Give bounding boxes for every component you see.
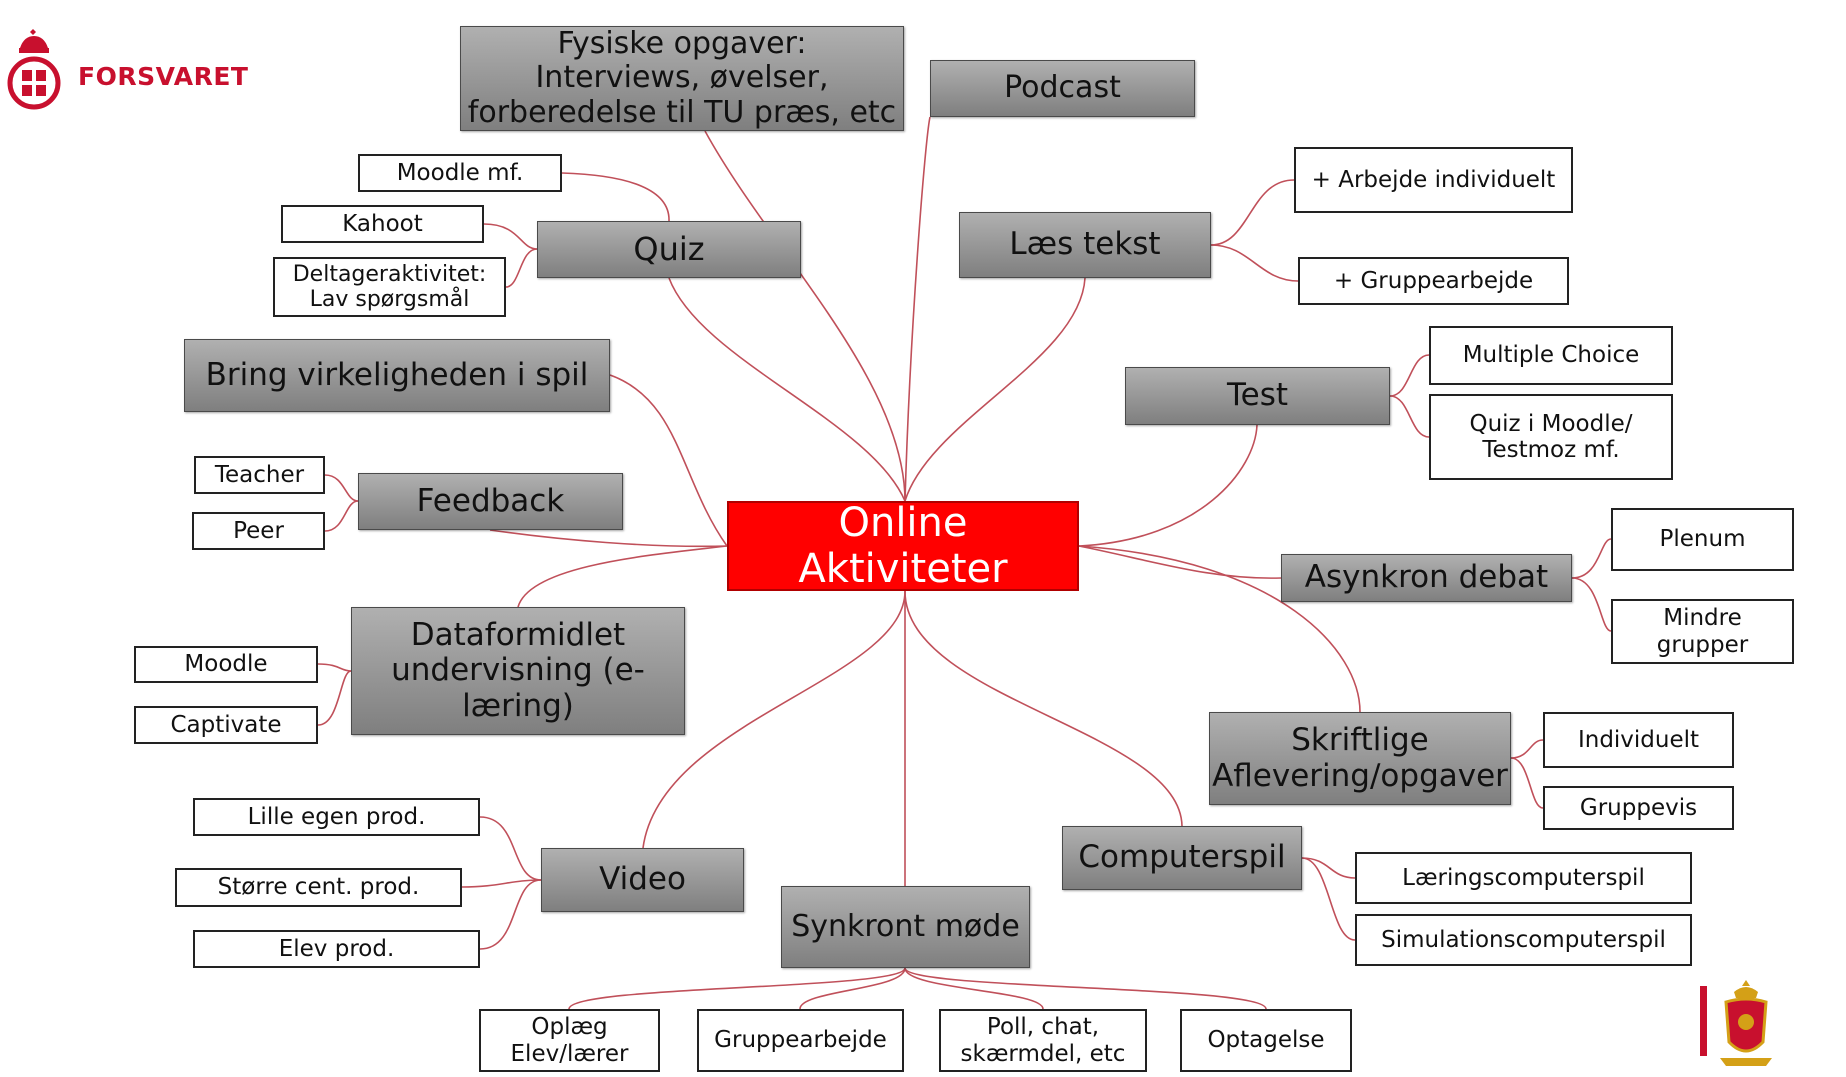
leaf-stoerre-cent-prod: Større cent. prod. <box>175 868 462 907</box>
leaf-simulationscomputerspil: Simulationscomputerspil <box>1355 914 1692 966</box>
connector-line <box>479 816 542 881</box>
leaf-teacher: Teacher <box>194 456 325 494</box>
connector-line <box>1510 739 1544 759</box>
leaf-kahoot: Kahoot <box>281 205 484 243</box>
connector-line <box>609 374 728 547</box>
connector-line <box>904 116 931 502</box>
leaf-plenum: Plenum <box>1611 508 1794 571</box>
connector-line <box>461 879 542 888</box>
connector-line <box>904 967 1267 1010</box>
connector-line <box>1210 179 1295 246</box>
leaf-elev-prod: Elev prod. <box>193 930 480 968</box>
connector-line <box>1078 545 1282 579</box>
connector-line <box>483 223 538 250</box>
leaf-individuelt: Individuelt <box>1543 712 1734 768</box>
leaf-lille-egen-prod: Lille egen prod. <box>193 798 480 836</box>
connector-line <box>505 248 538 288</box>
node-synkront-moede: Synkront møde <box>781 886 1030 968</box>
node-quiz: Quiz <box>537 221 801 278</box>
connector-line <box>489 529 728 548</box>
connector-line <box>561 172 670 222</box>
node-podcast: Podcast <box>930 60 1195 117</box>
node-feedback: Feedback <box>358 473 623 530</box>
leaf-laeringscomputerspil: Læringscomputerspil <box>1355 852 1692 904</box>
connector-line <box>1389 354 1430 397</box>
leaf-deltageraktivitet: Deltageraktivitet: Lav spørgsmål <box>273 257 506 317</box>
connector-line <box>1510 757 1544 809</box>
connector-line <box>568 967 906 1010</box>
connector-line <box>324 500 359 532</box>
node-video: Video <box>541 848 744 912</box>
connector-line <box>517 545 728 608</box>
forsvaret-logo <box>4 28 224 118</box>
leaf-optagelse: Optagelse <box>1180 1009 1352 1072</box>
leaf-gruppevis: Gruppevis <box>1543 786 1734 830</box>
leaf-arbejde-individuelt: + Arbejde individuelt <box>1294 147 1573 213</box>
crown-shield-icon <box>7 29 61 110</box>
node-dataformidlet: Dataformidlet undervisning (e- læring) <box>351 607 685 735</box>
connector-line <box>799 967 906 1010</box>
leaf-gruppearbejde: Gruppearbejde <box>697 1009 904 1072</box>
connector-line <box>1571 538 1612 579</box>
connector-line <box>904 277 1086 502</box>
brand-name: FORSVARET <box>78 62 249 91</box>
center-node: Online Aktiviteter <box>727 500 1079 592</box>
leaf-mindre-grupper: Mindre grupper <box>1611 599 1794 664</box>
node-laes-tekst: Læs tekst <box>959 212 1211 278</box>
connector-line <box>904 590 1183 827</box>
connector-line <box>1571 577 1612 632</box>
connector-line <box>317 670 352 726</box>
leaf-captivate: Captivate <box>134 706 318 744</box>
leaf-oplaeg: Oplæg Elev/lærer <box>479 1009 660 1072</box>
connector-line <box>904 967 1044 1010</box>
leaf-moodle: Moodle <box>134 646 318 683</box>
connector-line <box>1301 857 1356 879</box>
connector-line <box>1389 395 1430 438</box>
leaf-multiple-choice: Multiple Choice <box>1429 326 1673 385</box>
connector-line <box>479 879 542 950</box>
crest-icon <box>1700 978 1790 1073</box>
node-skriftlige: Skriftlige Aflevering/opgaver <box>1209 712 1511 805</box>
connector-line <box>1078 424 1258 547</box>
connector-line <box>1301 857 1356 941</box>
node-bring-virkeligheden: Bring virkeligheden i spil <box>184 339 610 412</box>
node-computerspil: Computerspil <box>1062 826 1302 890</box>
connector-line <box>668 277 906 502</box>
connector-line <box>704 130 906 502</box>
connector-line <box>1210 244 1299 282</box>
connector-line <box>1078 545 1361 713</box>
leaf-moodle-mf: Moodle mf. <box>358 154 562 192</box>
connector-line <box>324 474 359 502</box>
connector-line <box>317 663 352 672</box>
node-fysiske-opgaver: Fysiske opgaver: Interviews, øvelser, fo… <box>460 26 904 131</box>
leaf-plus-gruppearbejde: + Gruppearbejde <box>1298 257 1569 305</box>
connector-line <box>642 590 906 849</box>
leaf-poll-chat: Poll, chat, skærmdel, etc <box>939 1009 1147 1072</box>
leaf-quiz-i-moodle: Quiz i Moodle/ Testmoz mf. <box>1429 394 1673 480</box>
leaf-peer: Peer <box>192 512 325 550</box>
node-test: Test <box>1125 367 1390 425</box>
node-asynkron-debat: Asynkron debat <box>1281 554 1572 602</box>
